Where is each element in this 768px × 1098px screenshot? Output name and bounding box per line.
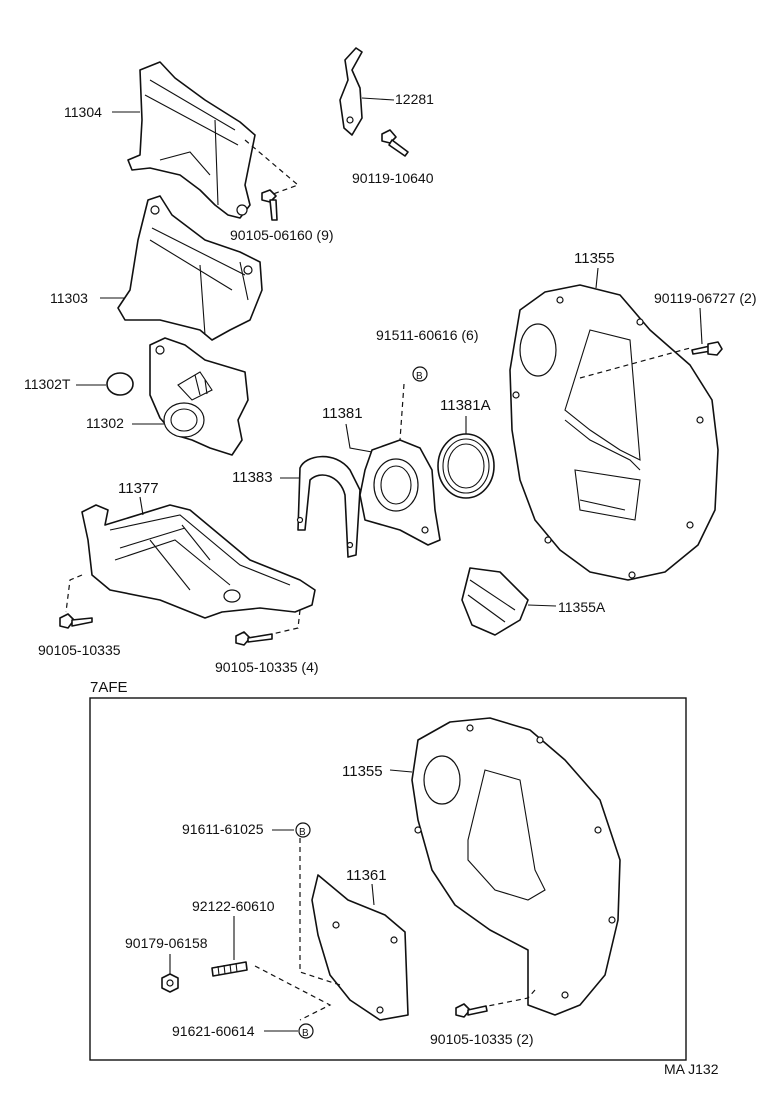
label-11381: 11381 — [322, 405, 363, 422]
bolt-90105-10335-4[interactable] — [235, 631, 273, 646]
label-11302: 11302 — [86, 415, 124, 431]
label-90119-10640: 90119-10640 — [352, 170, 434, 186]
marker-b-91511: B — [412, 366, 428, 382]
part-11361-plate[interactable] — [311, 874, 409, 1021]
part-11381A-oil-seal[interactable] — [437, 433, 495, 499]
label-12281: 12281 — [395, 91, 434, 107]
label-11361: 11361 — [346, 867, 387, 884]
label-11381A: 11381A — [440, 397, 491, 414]
svg-text:B: B — [302, 1028, 309, 1039]
svg-text:B: B — [416, 371, 423, 382]
label-91611-61025: 91611-61025 — [182, 821, 264, 837]
bolt-90105-10335-2[interactable] — [455, 1003, 488, 1018]
label-91511-60616: 91511-60616 (6) — [376, 327, 478, 343]
marker-b-91621: B — [298, 1023, 314, 1039]
svg-text:B: B — [299, 827, 306, 838]
part-11302-lower-cover[interactable] — [149, 337, 249, 456]
label-90179-06158: 90179-06158 — [125, 935, 208, 951]
diagram-code: MA J132 — [664, 1061, 719, 1077]
bolt-90119-10640[interactable] — [381, 129, 409, 157]
label-11377: 11377 — [118, 480, 159, 497]
bolt-90105-10335-left[interactable] — [59, 613, 93, 629]
label-11302T: 11302T — [24, 376, 71, 392]
part-11377-housing[interactable] — [81, 504, 316, 619]
label-90105-10335-4: 90105-10335 (4) — [215, 659, 319, 675]
part-11303-middle-cover[interactable] — [117, 195, 263, 341]
marker-b-91611: B — [295, 822, 311, 838]
section-label-7afe: 7AFE — [90, 679, 128, 696]
label-11355-lower: 11355 — [342, 763, 383, 780]
part-11304-upper-cover[interactable] — [127, 61, 256, 219]
label-11304: 11304 — [64, 104, 102, 120]
label-11355A: 11355A — [558, 599, 606, 615]
nut-90179-06158[interactable] — [161, 973, 179, 993]
part-11381-retainer[interactable] — [359, 439, 441, 546]
part-12281-bracket[interactable] — [339, 47, 363, 136]
section-frame-7afe — [89, 697, 687, 1061]
label-92122-60610: 92122-60610 — [192, 898, 275, 914]
label-11355-upper: 11355 — [574, 250, 615, 267]
label-90119-06727: 90119-06727 (2) — [654, 290, 756, 306]
part-11302T-plug[interactable] — [106, 372, 134, 396]
bolt-90119-06727[interactable] — [691, 341, 723, 356]
stud-92122-60610[interactable] — [211, 961, 248, 977]
label-90105-06160: 90105-06160 (9) — [230, 227, 334, 243]
label-90105-10335-2: 90105-10335 (2) — [430, 1031, 534, 1047]
part-11355A-cover[interactable] — [461, 567, 529, 636]
part-11355-end-plate-lower[interactable] — [411, 717, 621, 1016]
part-11355-end-plate-upper[interactable] — [509, 284, 719, 581]
label-91621-60614: 91621-60614 — [172, 1023, 255, 1039]
label-90105-10335: 90105-10335 — [38, 642, 121, 658]
part-11383-gasket[interactable] — [296, 455, 361, 558]
label-11303: 11303 — [50, 290, 88, 306]
bolt-90105-06160[interactable] — [261, 189, 278, 221]
label-11383: 11383 — [232, 469, 273, 486]
